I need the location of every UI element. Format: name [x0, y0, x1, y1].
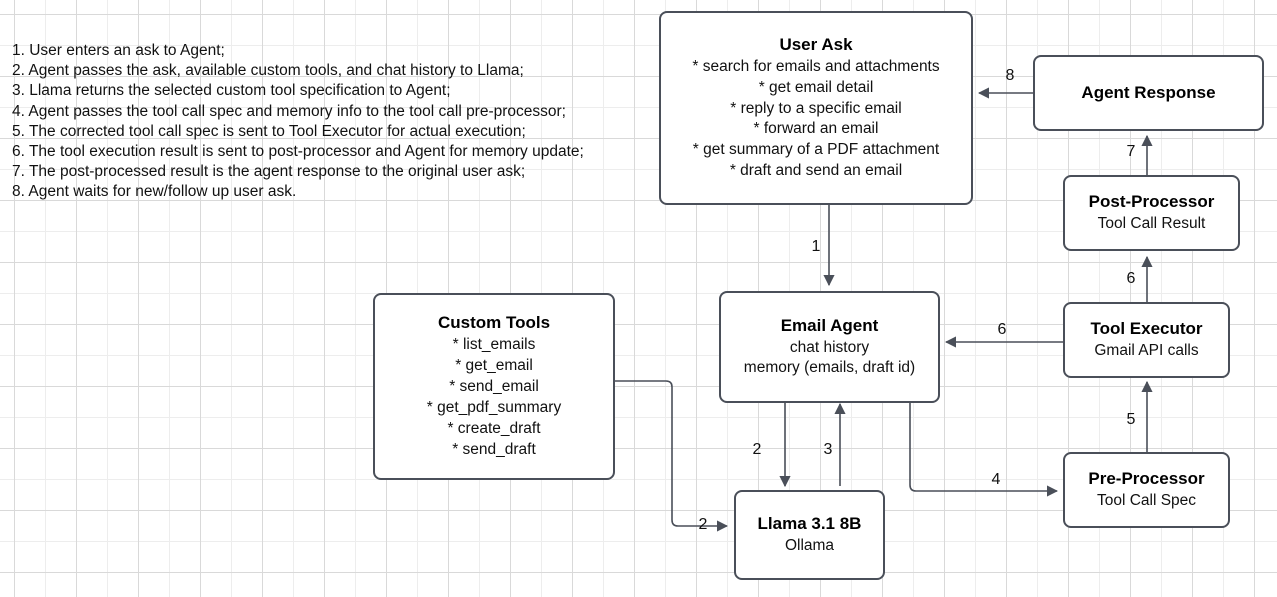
custom-tool-item-3: * send_email	[449, 378, 539, 396]
edge-label-8: 8	[1005, 67, 1015, 84]
node-agent-response-title: Agent Response	[1081, 82, 1216, 102]
edge-4-path	[909, 403, 1059, 497]
custom-tool-item-4: * get_pdf_summary	[426, 398, 562, 416]
edge-2b-path	[615, 380, 729, 532]
process-step-1: 1. User enters an ask to Agent;	[12, 42, 225, 59]
node-post-processor-subtitle: Tool Call Result	[1097, 215, 1206, 232]
node-post-processor-title: Post-Processor	[1088, 192, 1215, 212]
process-step-3: 3. Llama returns the selected custom too…	[12, 82, 451, 100]
process-step-6: 6. The tool execution result is sent to …	[12, 143, 584, 161]
node-llama[interactable]: Llama 3.1 8B Ollama	[734, 490, 885, 580]
edge-label-4: 4	[991, 471, 1001, 488]
node-llama-subtitle: Ollama	[784, 537, 835, 554]
user-ask-item-4: * forward an email	[753, 120, 879, 138]
custom-tool-item-1: * list_emails	[452, 336, 536, 354]
node-custom-tools[interactable]: Custom Tools * list_emails * get_email *…	[373, 293, 615, 480]
edge-label-2b: 2	[698, 516, 708, 533]
node-user-ask[interactable]: User Ask * search for emails and attachm…	[659, 11, 973, 205]
edge-label-3: 3	[823, 441, 833, 458]
node-post-processor[interactable]: Post-Processor Tool Call Result	[1063, 175, 1240, 251]
edge-label-1: 1	[811, 238, 821, 255]
node-tool-executor-title: Tool Executor	[1090, 319, 1203, 339]
node-agent-response[interactable]: Agent Response	[1033, 55, 1264, 131]
edge-label-5: 5	[1126, 411, 1136, 428]
process-step-7: 7. The post-processed result is the agen…	[12, 163, 526, 181]
user-ask-item-5: * get summary of a PDF attachment	[692, 141, 940, 159]
process-step-8: 8. Agent waits for new/follow up user as…	[12, 183, 297, 201]
node-custom-tools-bullets: * list_emails * get_email * send_email *…	[427, 335, 561, 461]
node-pre-processor[interactable]: Pre-Processor Tool Call Spec	[1063, 452, 1230, 528]
node-pre-processor-subtitle: Tool Call Spec	[1096, 492, 1197, 509]
node-tool-executor[interactable]: Tool Executor Gmail API calls	[1063, 302, 1230, 378]
node-email-agent[interactable]: Email Agent chat history memory (emails,…	[719, 291, 940, 403]
process-step-5: 5. The corrected tool call spec is sent …	[12, 122, 526, 140]
process-steps-list: 1. User enters an ask to Agent; 2. Agent…	[12, 41, 632, 203]
user-ask-item-2: * get email detail	[758, 78, 874, 96]
node-user-ask-bullets: * search for emails and attachments * ge…	[692, 57, 939, 183]
user-ask-item-6: * draft and send an email	[729, 162, 903, 180]
custom-tool-item-5: * create_draft	[447, 419, 541, 437]
process-step-4: 4. Agent passes the tool call spec and m…	[12, 102, 566, 120]
node-tool-executor-subtitle: Gmail API calls	[1094, 342, 1199, 359]
custom-tool-item-2: * get_email	[455, 357, 533, 375]
user-ask-item-3: * reply to a specific email	[730, 99, 902, 117]
edge-label-2a: 2	[752, 441, 762, 458]
process-steps-legend: 1. User enters an ask to Agent; 2. Agent…	[12, 41, 632, 203]
user-ask-item-1: * search for emails and attachments	[692, 57, 940, 75]
node-email-agent-chat-history: chat history	[789, 338, 870, 356]
node-pre-processor-title: Pre-Processor	[1088, 469, 1205, 489]
node-email-agent-memory: memory (emails, draft id)	[743, 359, 916, 377]
edge-label-7: 7	[1126, 143, 1136, 160]
custom-tool-item-6: * send_draft	[452, 440, 536, 458]
process-step-2: 2. Agent passes the ask, available custo…	[12, 62, 524, 80]
node-custom-tools-title: Custom Tools	[437, 313, 551, 333]
node-llama-title: Llama 3.1 8B	[757, 514, 862, 534]
node-user-ask-title: User Ask	[779, 34, 853, 54]
node-email-agent-title: Email Agent	[780, 315, 879, 335]
edge-label-6b: 6	[997, 321, 1007, 338]
edge-label-6a: 6	[1126, 270, 1136, 287]
